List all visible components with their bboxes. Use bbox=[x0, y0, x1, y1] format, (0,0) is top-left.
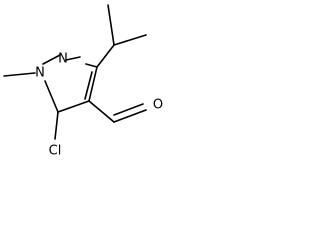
bond-c5-cl bbox=[54, 111, 59, 140]
bond-n1-n2-inner bbox=[65, 56, 81, 61]
atom-label-n2: N bbox=[58, 52, 68, 67]
bond-c3-c4-outer bbox=[88, 66, 98, 102]
molecule-structure: N N Cl O bbox=[3, 4, 163, 159]
bond-cho-o-outer bbox=[113, 109, 147, 123]
bond-c3-ch bbox=[96, 44, 115, 68]
atom-label-o: O bbox=[153, 98, 163, 113]
bond-c3-c4-inner bbox=[84, 71, 93, 100]
atom-label-n1: N bbox=[35, 66, 45, 81]
bond-cho-o-inner bbox=[113, 103, 144, 116]
bond-n2-c3 bbox=[85, 63, 98, 68]
bond-n1-methyl bbox=[3, 72, 36, 77]
bond-ch-me-top bbox=[107, 4, 115, 46]
bond-n1-n2-outer bbox=[42, 54, 61, 65]
atom-label-cl: Cl bbox=[49, 144, 62, 159]
bond-ch-me-right bbox=[113, 34, 147, 46]
bond-c5-n1 bbox=[44, 80, 59, 113]
bond-c4-c5 bbox=[57, 100, 90, 113]
bond-c4-cho bbox=[88, 100, 115, 123]
